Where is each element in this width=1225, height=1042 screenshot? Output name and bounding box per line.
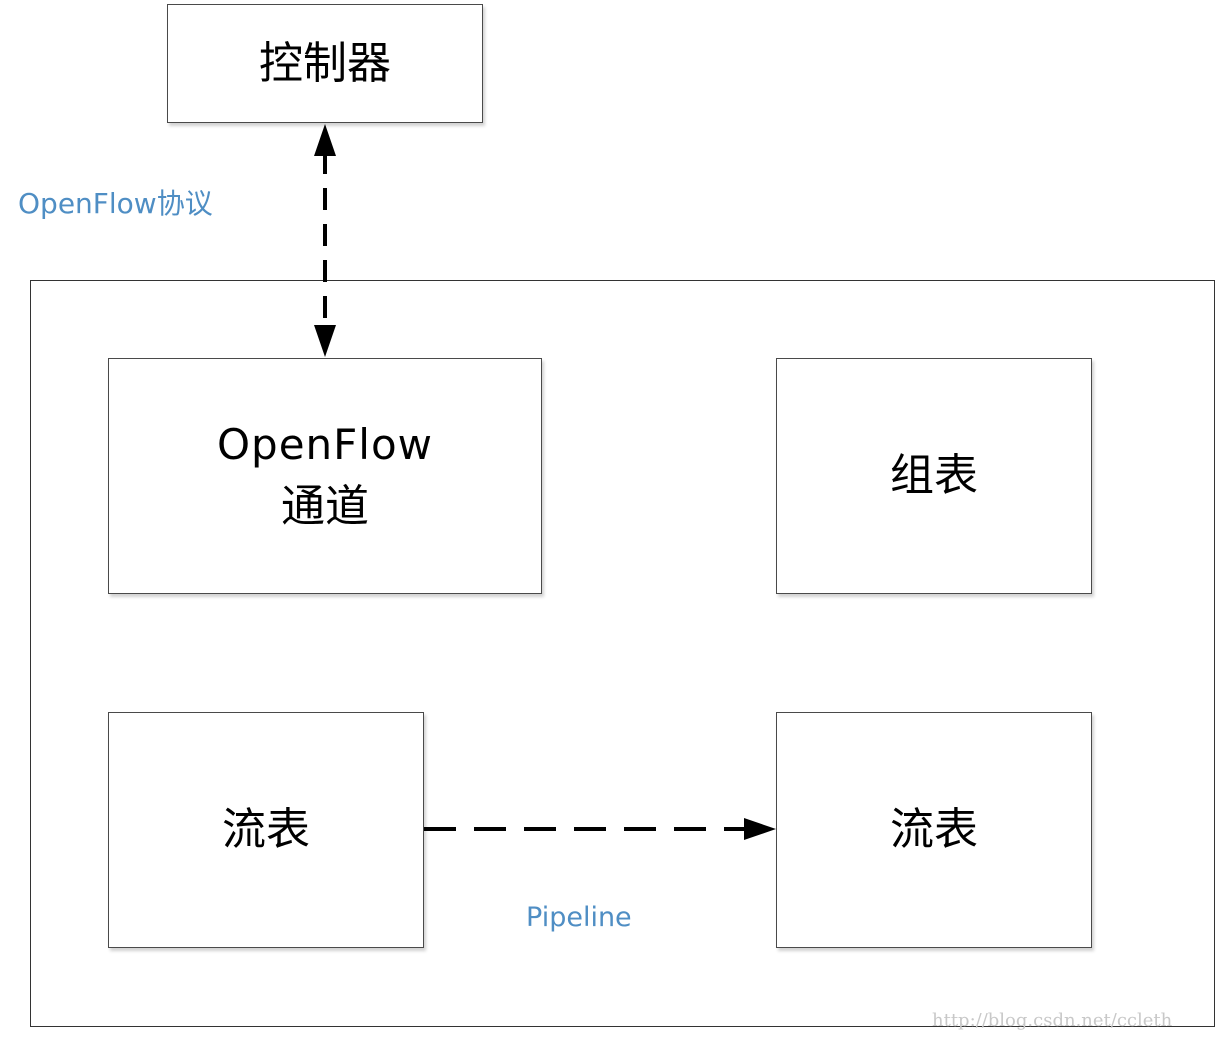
flow-table-left-box: 流表 <box>108 712 424 948</box>
watermark-text: http://blog.csdn.net/ccleth <box>932 1010 1173 1031</box>
flow-table-left-label: 流表 <box>222 804 310 855</box>
group-table-label: 组表 <box>890 450 978 501</box>
pipeline-label: Pipeline <box>526 902 632 933</box>
openflow-channel-label-line2: 通道 <box>281 481 369 532</box>
openflow-protocol-label: OpenFlow协议 <box>18 187 213 220</box>
flow-table-right-label: 流表 <box>890 804 978 855</box>
controller-label: 控制器 <box>259 37 391 89</box>
flow-table-right-box: 流表 <box>776 712 1092 948</box>
group-table-box: 组表 <box>776 358 1092 594</box>
controller-box: 控制器 <box>167 4 483 123</box>
openflow-channel-label-line1: OpenFlow <box>216 420 434 469</box>
openflow-channel-box: OpenFlow 通道 <box>108 358 542 594</box>
arrowhead-up <box>314 124 336 156</box>
